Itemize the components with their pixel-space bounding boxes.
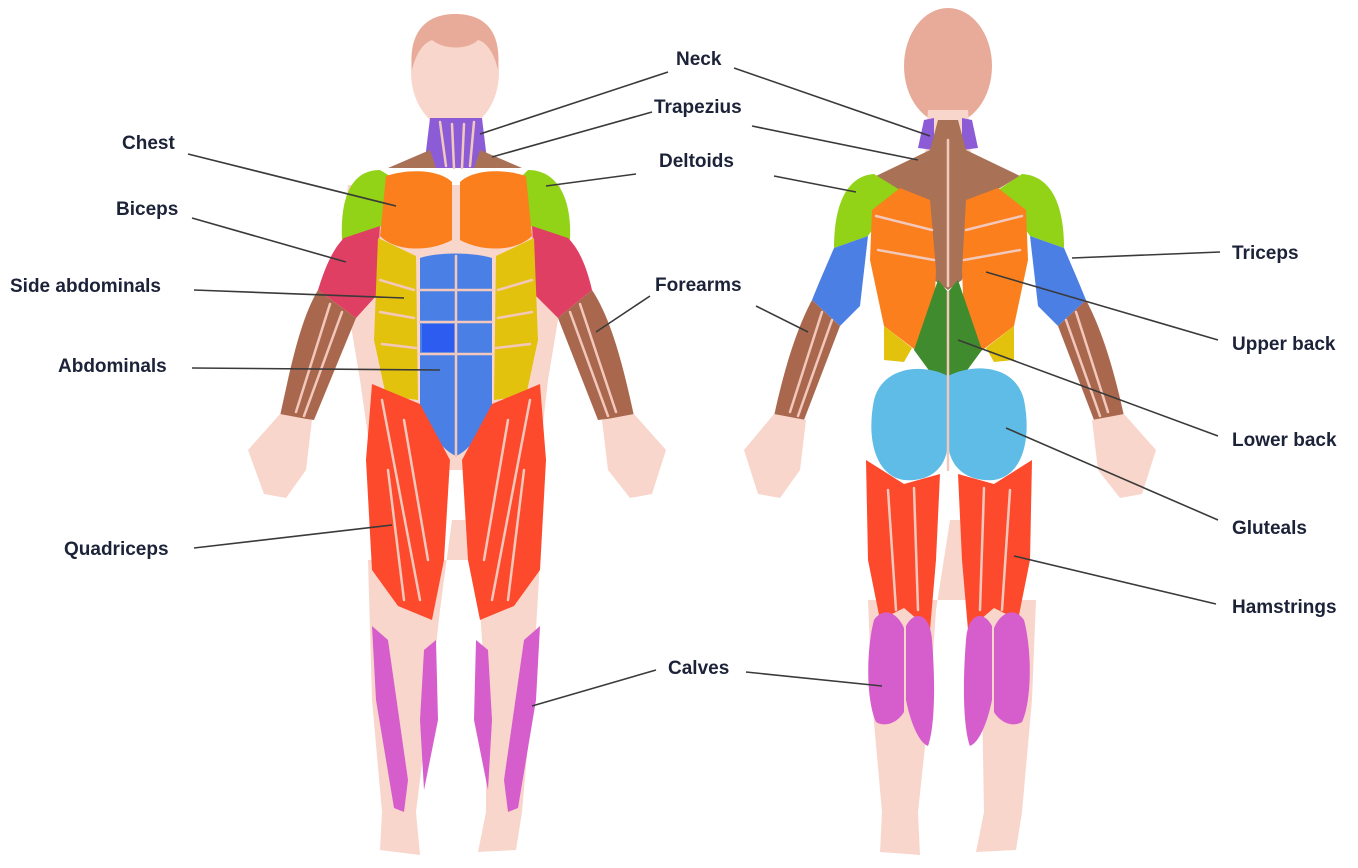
leader-hamstrings bbox=[1014, 556, 1216, 604]
label-neck: Neck bbox=[676, 50, 721, 70]
label-triceps: Triceps bbox=[1232, 244, 1299, 264]
leader-trapezius-back bbox=[752, 126, 918, 160]
back-head bbox=[904, 8, 992, 124]
front-trapezius bbox=[388, 150, 436, 168]
back-figure bbox=[744, 8, 1156, 855]
label-abdominals: Abdominals bbox=[58, 357, 167, 377]
label-quadriceps: Quadriceps bbox=[64, 540, 169, 560]
front-trapezius-right bbox=[474, 150, 522, 168]
leader-neck-front bbox=[480, 72, 668, 134]
leader-triceps bbox=[1072, 252, 1220, 258]
label-forearms: Forearms bbox=[655, 276, 742, 296]
leader-upper-back bbox=[986, 272, 1218, 340]
label-side-abdominals: Side abdominals bbox=[10, 277, 161, 297]
back-hamstring-right bbox=[958, 460, 1032, 630]
leader-deltoids-front bbox=[546, 174, 636, 186]
back-hand-left bbox=[744, 414, 806, 498]
front-abs-highlight bbox=[422, 324, 454, 352]
back-hand-right bbox=[1092, 414, 1156, 498]
label-deltoids: Deltoids bbox=[659, 152, 734, 172]
front-hand-right bbox=[602, 414, 666, 498]
label-gluteals: Gluteals bbox=[1232, 519, 1307, 539]
leader-deltoids-back bbox=[774, 176, 856, 192]
back-calf-left bbox=[868, 612, 904, 724]
leader-neck-back bbox=[734, 68, 930, 136]
front-chest-right bbox=[460, 171, 532, 248]
label-hamstrings: Hamstrings bbox=[1232, 598, 1337, 618]
front-figure bbox=[248, 14, 666, 855]
label-calves: Calves bbox=[668, 659, 729, 679]
back-hamstring-left bbox=[866, 460, 940, 630]
leader-biceps bbox=[192, 218, 346, 262]
leader-trapezius-front bbox=[492, 112, 652, 157]
back-glute-left bbox=[871, 369, 948, 480]
front-hand-left bbox=[248, 414, 312, 498]
label-upper-back: Upper back bbox=[1232, 335, 1335, 355]
label-trapezius: Trapezius bbox=[654, 98, 742, 118]
leader-calves-front bbox=[532, 670, 656, 706]
label-biceps: Biceps bbox=[116, 200, 178, 220]
front-chest-left bbox=[380, 171, 452, 248]
label-chest: Chest bbox=[122, 134, 175, 154]
label-lower-back: Lower back bbox=[1232, 431, 1337, 451]
leader-quadriceps bbox=[194, 525, 392, 548]
back-calf-right bbox=[994, 612, 1030, 724]
leader-forearms-back bbox=[756, 306, 808, 332]
back-glute-right bbox=[948, 368, 1027, 480]
leader-calves-back bbox=[746, 672, 882, 686]
